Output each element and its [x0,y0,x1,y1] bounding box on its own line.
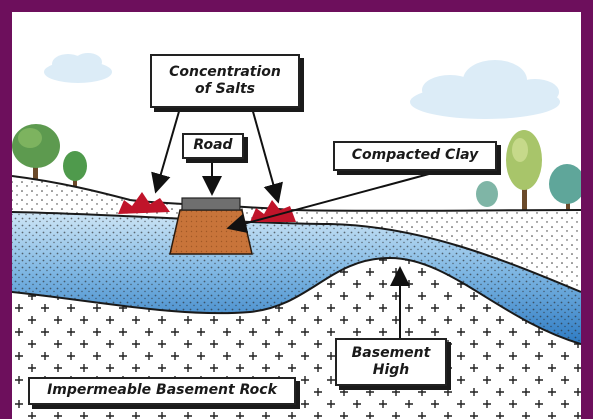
label-concentration-of-salts: Concentration of Salts [150,54,300,108]
ground-surface [12,175,581,212]
tree-left-small [63,151,87,186]
label-salts-line2: of Salts [195,81,255,97]
label-compacted-clay: Compacted Clay [333,141,497,171]
cloud-left [44,53,112,83]
tree-right-teal [549,164,581,210]
rock-boundary-line [12,256,581,345]
label-high-line2: High [372,362,410,378]
cloud-right [410,60,560,119]
arrow-clay [226,170,441,234]
label-road: Road [182,133,244,159]
label-basement-high: Basement High [335,338,447,386]
arrow-salts-left [151,107,181,194]
salt-crust-left [118,192,170,214]
road-surface [181,197,241,211]
label-clay-text: Compacted Clay [351,147,479,164]
tree-left-large [12,124,60,180]
road-embankment-texture [170,210,252,254]
label-impermeable-basement-rock: Impermeable Basement Rock [28,377,296,405]
tree-right-yellow [506,130,542,210]
label-rock-text: Impermeable Basement Rock [47,382,277,399]
label-high-line1: Basement [351,344,431,361]
shrub-right [476,181,498,207]
label-salts-line1: Concentration [169,63,281,80]
arrow-salts-right [251,107,283,204]
aquifer-sediment [12,212,581,344]
water-table-line [12,211,581,293]
salt-crust-right [250,200,296,222]
label-road-text: Road [193,137,233,154]
